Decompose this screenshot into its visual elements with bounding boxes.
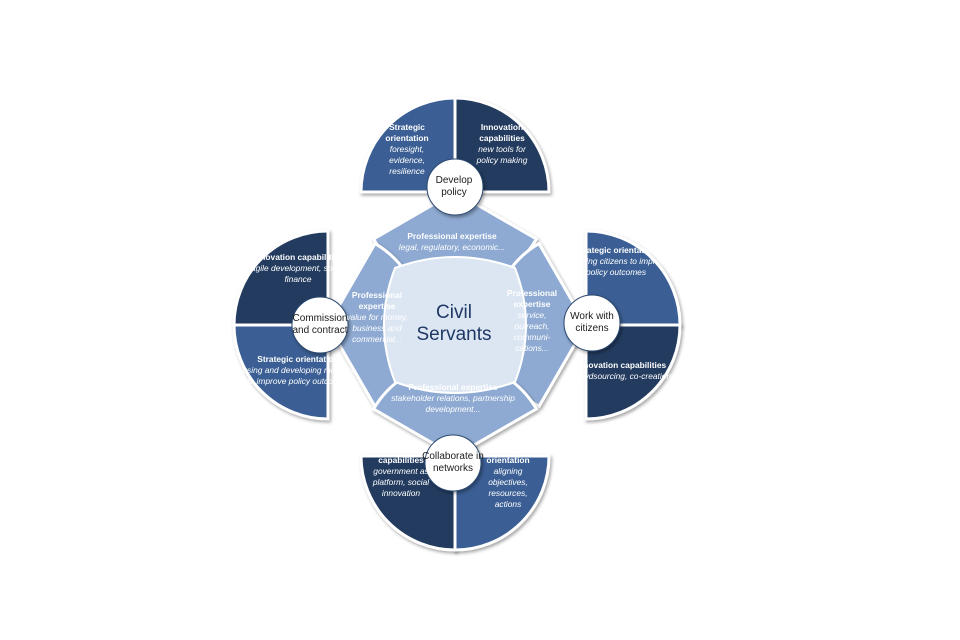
hub-develop-policy xyxy=(426,158,484,216)
quadrant-body: government as platform, social innovatio… xyxy=(372,466,430,498)
expertise-heading: Professional expertise xyxy=(506,288,558,309)
quadrant-bottom-left-text: Innovation capabilities government as pl… xyxy=(372,444,430,499)
quadrant-left-bottom-text: Strategic orientation using and developi… xyxy=(240,354,356,387)
quadrant-bottom-right xyxy=(453,454,551,552)
quadrant-top-right xyxy=(453,96,551,194)
quadrant-body: engaging citizens to improve policy outc… xyxy=(562,256,670,277)
hub-collaborate-in-networks xyxy=(424,434,482,492)
quadrant-left-top-text: Innovation capabilities agile developmen… xyxy=(242,252,354,285)
quadrant-right-bottom xyxy=(584,323,682,421)
quadrant-top-left xyxy=(359,96,457,194)
expertise-body: legal, regulatory, economic... xyxy=(398,242,506,252)
expertise-right-text: Professional expertise service, outreach… xyxy=(504,288,560,354)
quadrant-body: crowdsourcing, co-creation xyxy=(570,371,672,381)
quadrant-body: new tools for policy making xyxy=(476,144,528,165)
center-area xyxy=(383,256,527,394)
expertise-left-text: Professional expertise value for money, … xyxy=(346,290,408,345)
expertise-bottom-text: Professional expertise stakeholder relat… xyxy=(388,382,518,415)
quadrant-heading: Innovation capabilities xyxy=(575,360,667,370)
expertise-top-text: Professional expertise legal, regulatory… xyxy=(390,231,514,253)
expertise-heading: Professional expertise xyxy=(408,382,498,392)
expertise-body: value for money, business and commercial… xyxy=(346,312,408,344)
quadrant-bottom-right-text: Strategic orientation aligning objective… xyxy=(480,444,536,510)
center-title: Civil Servants xyxy=(416,302,492,345)
quadrant-top-right-text: Innovation capabilities new tools for po… xyxy=(468,122,536,166)
hub-label-collaborate-in-networks: Collaborate in networks xyxy=(422,451,484,474)
hub-label-develop-policy: Develop policy xyxy=(435,175,473,198)
hub-commission-and-contract xyxy=(291,296,349,354)
quadrant-body: agile development, social finance xyxy=(250,263,346,284)
quadrant-right-top-text: Strategic orientation engaging citizens … xyxy=(560,245,672,278)
quadrant-heading: Strategic orientation xyxy=(385,122,429,143)
quadrant-body: foresight, evidence, resilience xyxy=(389,144,425,176)
hub-label-work-with-citizens: Work with citizens xyxy=(570,311,614,334)
expertise-heading: Professional expertise xyxy=(407,231,497,241)
quadrant-heading: Strategic orientation xyxy=(575,245,657,255)
quadrant-heading: Strategic orientation xyxy=(257,354,339,364)
hub-work-with-citizens xyxy=(563,294,621,352)
hub-label-commission-and-contract: Commission and contract xyxy=(292,313,348,336)
quadrant-body: aligning objectives, resources, actions xyxy=(488,466,528,509)
quadrant-top-left-text: Strategic orientation foresight, evidenc… xyxy=(374,122,440,177)
quadrant-right-bottom-text: Innovation capabilities crowdsourcing, c… xyxy=(566,360,676,382)
quadrant-heading: Innovation capabilities xyxy=(378,444,424,465)
quadrant-heading: Strategic orientation xyxy=(486,444,530,465)
quadrant-heading: Innovation capabilities xyxy=(479,122,525,143)
quadrant-body: using and developing markets to improve … xyxy=(242,365,354,386)
expertise-heading: Professional expertise xyxy=(351,290,403,311)
expertise-body: service, outreach, communi-cations... xyxy=(513,310,551,353)
quadrant-heading: Innovation capabilities xyxy=(252,252,344,262)
expertise-body: stakeholder relations, partnership devel… xyxy=(391,393,515,414)
